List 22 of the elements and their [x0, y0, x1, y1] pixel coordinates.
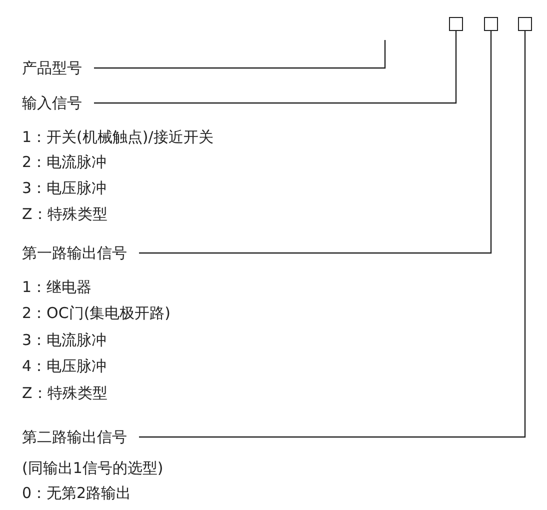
- option-text: 3：电流脉冲: [22, 331, 107, 349]
- code-box: [484, 17, 498, 31]
- field-label: 第一路输出信号: [22, 244, 127, 262]
- option-text: 3：电压脉冲: [22, 179, 107, 197]
- leader-line: [139, 31, 526, 438]
- option-text: 4：电压脉冲: [22, 357, 107, 375]
- field-label: 第二路输出信号: [22, 428, 127, 446]
- code-box: [449, 17, 463, 31]
- option-text: 2：OC门(集电极开路): [22, 304, 171, 322]
- code-box: [518, 17, 532, 31]
- leader-line: [94, 40, 386, 69]
- note-text: (同输出1信号的选型): [22, 459, 164, 477]
- option-text: 2：电流脉冲: [22, 153, 107, 171]
- option-text: Z：特殊类型: [22, 205, 108, 223]
- leader-line: [94, 31, 457, 104]
- option-text: 0：无第2路输出: [22, 484, 132, 502]
- field-label: 产品型号: [22, 59, 82, 77]
- option-text: 1：继电器: [22, 278, 92, 296]
- option-text: 1：开关(机械触点)/接近开关: [22, 128, 214, 146]
- field-label: 输入信号: [22, 94, 82, 112]
- option-text: Z：特殊类型: [22, 384, 108, 402]
- leader-line: [139, 31, 492, 254]
